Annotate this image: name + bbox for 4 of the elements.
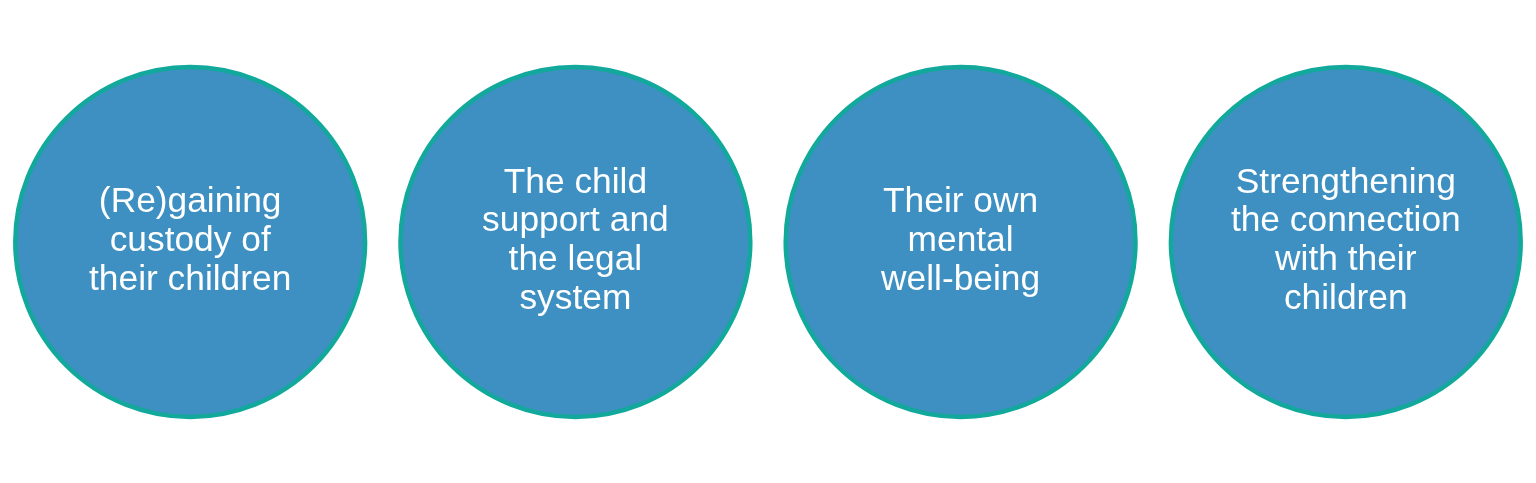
- node-circle: Strengthening the connection with their children: [1168, 64, 1523, 419]
- node-circle: The child support and the legal system: [398, 64, 753, 419]
- node-circle: Their own mental well-being: [783, 64, 1138, 419]
- node-circle: (Re)gaining custody of their children: [13, 64, 368, 419]
